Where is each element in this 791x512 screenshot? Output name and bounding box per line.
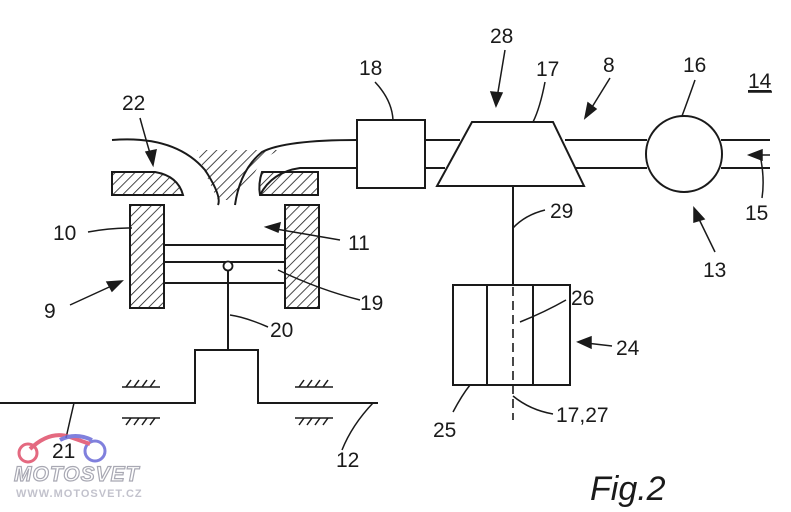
label-21: 21 <box>52 440 75 463</box>
label-13: 13 <box>703 259 726 282</box>
reference-numerals: 22 10 9 11 19 20 21 12 18 28 17 8 16 14 … <box>44 25 772 472</box>
label-17-27: 17,27 <box>556 404 609 427</box>
label-8: 8 <box>603 54 615 77</box>
label-16: 16 <box>683 54 706 77</box>
label-20: 20 <box>270 319 293 342</box>
label-15: 15 <box>745 202 768 225</box>
watermark-brand: MOTOSVET <box>14 463 141 486</box>
label-9: 9 <box>44 300 56 323</box>
throttle-circle-16 <box>645 115 723 193</box>
label-14: 14 <box>748 70 772 93</box>
label-24: 24 <box>616 337 640 360</box>
compressor <box>435 121 586 187</box>
label-10: 10 <box>53 222 76 245</box>
watermark: MOTOSVET WWW.MOTOSVET.CZ <box>13 433 143 500</box>
label-22: 22 <box>122 92 145 115</box>
label-28: 28 <box>490 25 513 48</box>
motorcycle-logo-icon <box>17 433 107 464</box>
cylinder-head <box>111 138 358 206</box>
label-19: 19 <box>360 292 383 315</box>
label-25: 25 <box>433 419 456 442</box>
label-18: 18 <box>359 57 382 80</box>
watermark-url: WWW.MOTOSVET.CZ <box>16 488 143 500</box>
crankshaft <box>0 349 378 426</box>
label-26: 26 <box>571 287 594 310</box>
charge-air-pipe <box>425 139 770 169</box>
electric-machine <box>452 284 571 420</box>
leader-lines <box>65 49 770 451</box>
piston <box>164 244 285 350</box>
label-11: 11 <box>348 232 370 255</box>
label-29: 29 <box>550 200 573 223</box>
label-17: 17 <box>536 58 559 81</box>
cylinder <box>129 204 320 309</box>
figure-caption: Fig.2 <box>590 470 666 508</box>
component-box-18 <box>356 119 426 189</box>
label-12: 12 <box>336 449 359 472</box>
